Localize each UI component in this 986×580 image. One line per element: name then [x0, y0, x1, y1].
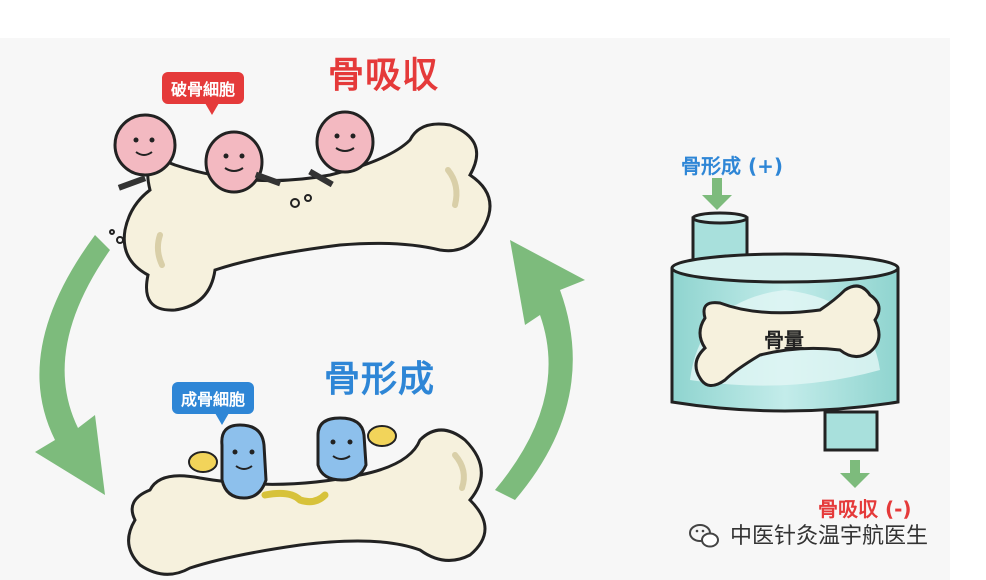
- osteoblast-2: [316, 416, 397, 482]
- watermark-text: 中医针灸温宇航医生: [730, 524, 929, 549]
- cycle-arrow-right: [495, 240, 585, 500]
- watermark: 中医针灸温宇航医生: [692, 518, 928, 550]
- osteoclast-3: [308, 110, 375, 188]
- formation-title: 骨形成: [324, 359, 436, 400]
- bone-top: [122, 122, 492, 312]
- osteoclast-tag: 破骨細胞: [162, 72, 245, 104]
- bone-mass-label: 骨量: [764, 328, 804, 352]
- bone-bottom: [127, 428, 487, 576]
- wechat-icon: [689, 524, 719, 548]
- tank-outlet-pipe: [823, 410, 879, 452]
- cycle-arrow-left: [35, 235, 110, 495]
- tank-bone: [694, 284, 881, 387]
- bone-debris: [109, 194, 312, 244]
- osteoclast-2: [204, 130, 282, 194]
- resorption-output-label: 骨吸収 (-): [818, 497, 912, 521]
- output-arrow: [840, 460, 870, 488]
- input-arrow: [702, 178, 732, 210]
- tag-pointer-blue: [215, 413, 229, 425]
- resorption-title: 骨吸収: [328, 55, 440, 96]
- osteoblast-tag: 成骨細胞: [172, 382, 255, 414]
- osteoclast-1: [113, 113, 177, 191]
- formation-input-label: 骨形成 (+): [681, 154, 784, 178]
- osteoblast-1: [188, 423, 268, 500]
- tag-pointer-red: [205, 103, 219, 115]
